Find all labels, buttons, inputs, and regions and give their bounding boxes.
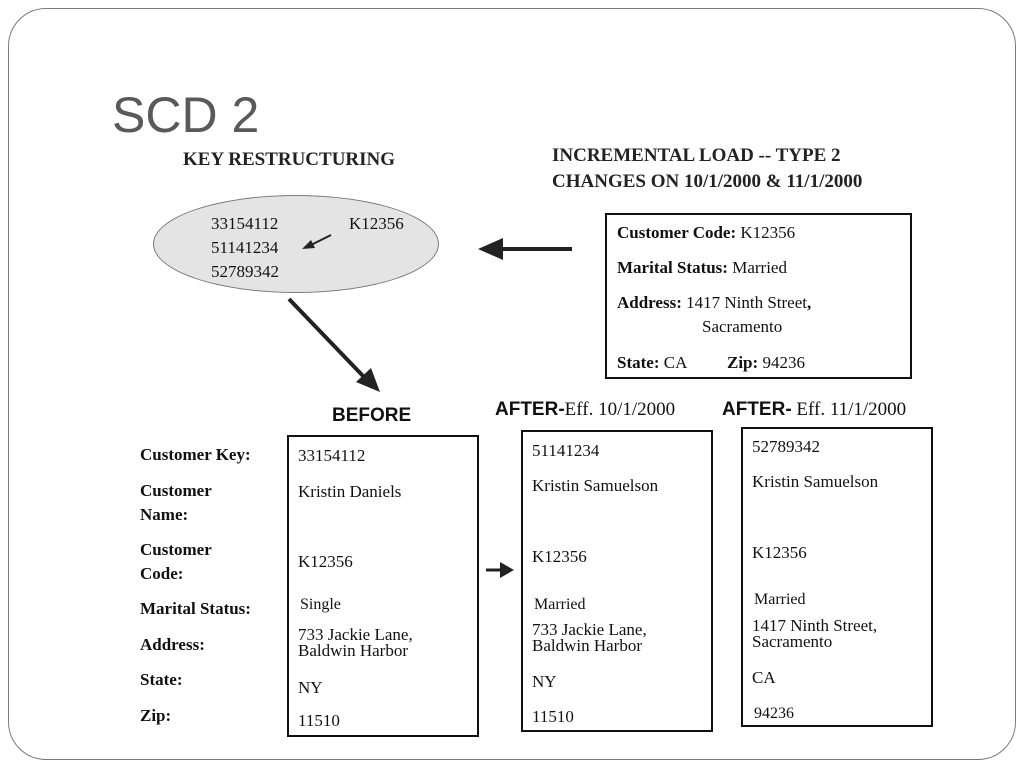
label-customer-name: Customer Name: bbox=[140, 479, 212, 527]
address-line: Sacramento bbox=[752, 632, 833, 651]
after1-marital: Married bbox=[534, 596, 586, 613]
right-arrow bbox=[486, 562, 514, 578]
key-item: 52789342 bbox=[211, 262, 279, 281]
after1-code: K12356 bbox=[532, 547, 587, 566]
after1-zip: 11510 bbox=[532, 707, 574, 726]
before-record-box: 33154112 Kristin Daniels K12356 Single 7… bbox=[287, 435, 479, 737]
key-list: 33154112 51141234 52789342 bbox=[211, 212, 279, 284]
before-caption: BEFORE bbox=[332, 405, 412, 426]
key-restructuring-ellipse bbox=[153, 195, 439, 293]
after1-name: Kristin Samuelson bbox=[532, 476, 659, 495]
incremental-state-row: State: CA bbox=[617, 353, 687, 373]
incremental-heading: INCREMENTAL LOAD -- TYPE 2 CHANGES ON 10… bbox=[552, 143, 862, 195]
value: 1417 Ninth Street bbox=[686, 293, 808, 312]
label: State: bbox=[617, 353, 660, 372]
before-name: Kristin Daniels bbox=[298, 482, 402, 501]
after1-record-box: 51141234 Kristin Samuelson K12356 Marrie… bbox=[521, 430, 713, 732]
label-line: Code: bbox=[140, 564, 184, 583]
incremental-record-box: Customer Code: K12356 Marital Status: Ma… bbox=[605, 213, 912, 379]
incremental-heading-line2: CHANGES ON 10/1/2000 & 11/1/2000 bbox=[552, 171, 863, 192]
label: Zip: bbox=[727, 353, 759, 372]
before-zip: 11510 bbox=[298, 711, 340, 730]
after2-caption-bold: AFTER- bbox=[722, 399, 792, 420]
after2-marital: Married bbox=[754, 591, 806, 608]
after2-state: CA bbox=[752, 668, 776, 687]
after1-caption: AFTER-Eff. 10/1/2000 bbox=[495, 399, 675, 421]
label: Marital Status: bbox=[617, 258, 728, 277]
before-address: 733 Jackie Lane, Baldwin Harbor bbox=[298, 625, 413, 660]
after1-address: 733 Jackie Lane, Baldwin Harbor bbox=[532, 620, 647, 655]
after2-record-box: 52789342 Kristin Samuelson K12356 Marrie… bbox=[741, 427, 933, 727]
label-customer-code: Customer Code: bbox=[140, 538, 212, 586]
address-line: Baldwin Harbor bbox=[298, 641, 409, 660]
before-code: K12356 bbox=[298, 552, 353, 571]
label: Address: bbox=[617, 293, 682, 312]
slide-title: SCD 2 bbox=[112, 87, 260, 143]
down-right-arrow bbox=[287, 297, 380, 392]
value: K12356 bbox=[740, 223, 796, 242]
comma: , bbox=[807, 293, 812, 312]
after2-zip: 94236 bbox=[754, 705, 794, 722]
value: Married bbox=[732, 258, 787, 277]
before-marital: Single bbox=[300, 596, 341, 613]
before-key: 33154112 bbox=[298, 446, 366, 465]
after1-caption-date: Eff. 10/1/2000 bbox=[564, 399, 676, 420]
after2-caption: AFTER- Eff. 11/1/2000 bbox=[722, 399, 906, 421]
value: 94236 bbox=[762, 353, 805, 372]
label-zip: Zip: bbox=[140, 706, 172, 725]
incremental-heading-line1: INCREMENTAL LOAD -- TYPE 2 bbox=[552, 145, 841, 166]
small-ellipse-arrow bbox=[302, 234, 332, 249]
label-address: Address: bbox=[140, 635, 205, 654]
key-restructuring-heading: KEY RESTRUCTURING bbox=[183, 149, 396, 170]
after1-caption-bold: AFTER- bbox=[495, 399, 565, 420]
after1-key: 51141234 bbox=[532, 441, 600, 460]
address-line: Baldwin Harbor bbox=[532, 636, 643, 655]
key-item: 33154112 bbox=[211, 214, 279, 233]
incremental-marital-row: Marital Status: Married bbox=[617, 258, 787, 278]
incremental-address-row: Address: 1417 Ninth Street, bbox=[617, 293, 811, 313]
before-state: NY bbox=[298, 678, 323, 697]
key-code: K12356 bbox=[349, 214, 404, 233]
key-item: 51141234 bbox=[211, 238, 279, 257]
label-customer-key: Customer Key: bbox=[140, 445, 251, 464]
incremental-code-row: Customer Code: K12356 bbox=[617, 223, 795, 243]
label-marital-status: Marital Status: bbox=[140, 599, 251, 618]
after2-caption-date: Eff. 11/1/2000 bbox=[791, 399, 907, 420]
incremental-address-line2: Sacramento bbox=[702, 317, 783, 336]
label: Customer Code: bbox=[617, 223, 737, 242]
left-arrow bbox=[478, 238, 572, 260]
after2-code: K12356 bbox=[752, 543, 807, 562]
label-line: Customer bbox=[140, 540, 212, 559]
after1-state: NY bbox=[532, 672, 557, 691]
label-line: Name: bbox=[140, 505, 189, 524]
address-line: 733 Jackie Lane, bbox=[298, 625, 413, 644]
after2-address: 1417 Ninth Street, Sacramento bbox=[752, 616, 878, 651]
address-line: 733 Jackie Lane, bbox=[532, 620, 647, 639]
value: CA bbox=[663, 353, 688, 372]
address-line: 1417 Ninth Street, bbox=[752, 616, 878, 635]
label-state: State: bbox=[140, 670, 183, 689]
after2-key: 52789342 bbox=[752, 437, 820, 456]
incremental-zip-row: Zip: 94236 bbox=[727, 353, 805, 373]
label-line: Customer bbox=[140, 481, 212, 500]
after2-name: Kristin Samuelson bbox=[752, 472, 879, 491]
